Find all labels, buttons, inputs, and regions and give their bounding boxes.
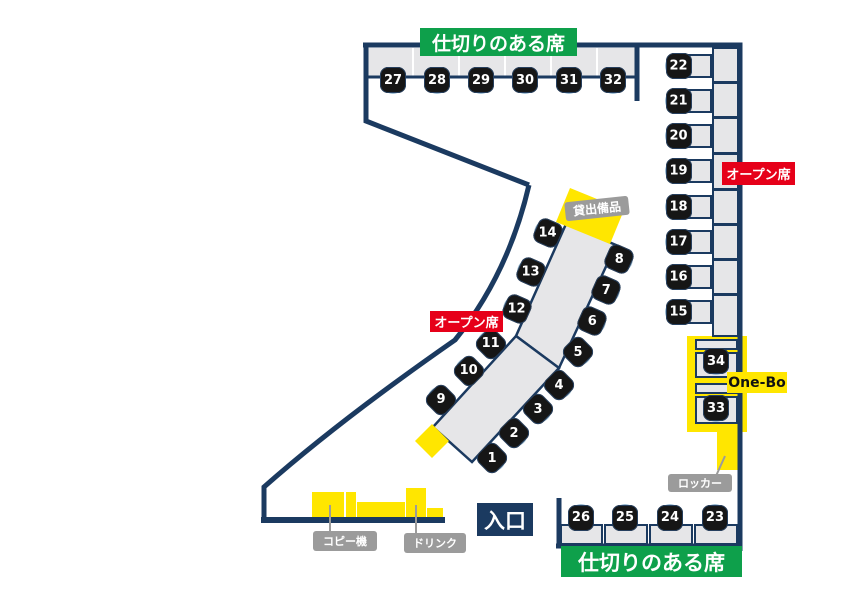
- label-entrance: 入口: [477, 503, 533, 536]
- label-rental-equipment: 貸出備品: [564, 195, 630, 222]
- label-open-seats-right: オープン席: [722, 162, 795, 185]
- banner-partitioned-seats-bottom: 仕切りのある席: [561, 546, 742, 577]
- label-drink: ドリンク: [404, 533, 466, 553]
- banner-partitioned-seats-top: 仕切りのある席: [420, 28, 577, 56]
- label-copier: コピー機: [313, 531, 377, 551]
- label-one-bo: One-Bo: [727, 372, 787, 393]
- label-locker: ロッカー: [668, 474, 732, 492]
- label-open-seats-left: オープン席: [430, 311, 503, 332]
